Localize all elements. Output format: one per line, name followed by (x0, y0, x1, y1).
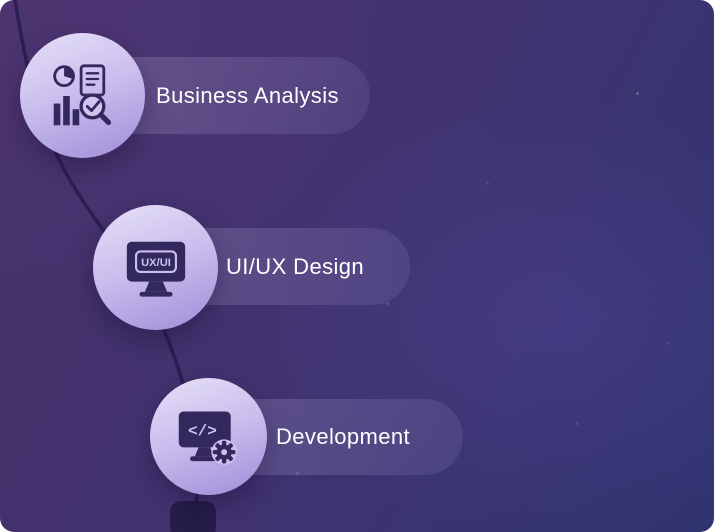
step-label: UI/UX Design (226, 253, 365, 279)
development-icon: </> (178, 411, 237, 465)
gear-icon (210, 438, 237, 465)
background-stars (636, 92, 639, 95)
uiux-design-icon: UX/UI (126, 241, 185, 297)
step-label: Business Analysis (156, 82, 339, 108)
step-icon-badge: UX/UI (93, 205, 218, 330)
business-analysis-icon (52, 63, 111, 125)
monitor-screen-text: UX/UI (141, 256, 171, 268)
monitor-screen-text: </> (187, 422, 216, 440)
step-icon-badge (20, 33, 145, 158)
decorative-shape (170, 501, 216, 532)
step-icon-badge: </> (150, 378, 267, 495)
step-label: Development (276, 424, 411, 449)
